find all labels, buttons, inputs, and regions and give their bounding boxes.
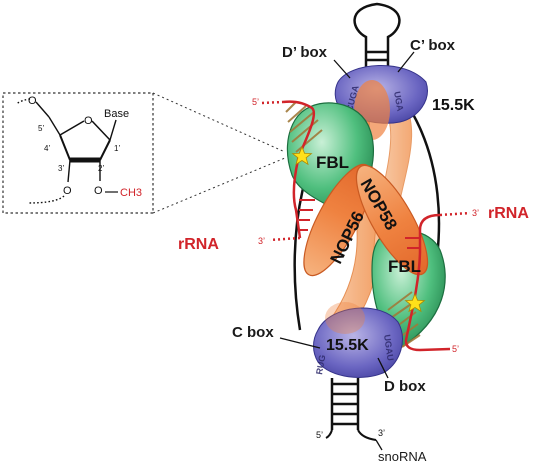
d-prime-box-label: D’ box xyxy=(282,44,328,61)
prime-4: 4’ xyxy=(44,144,50,153)
snorna-bottom-stem xyxy=(330,378,360,430)
snorna-pointer xyxy=(375,439,383,451)
snorna-3p-tail xyxy=(357,429,377,441)
d-box-pointer xyxy=(377,357,389,379)
fbl-bottom-label: FBL xyxy=(388,257,421,276)
k155-bottom-label: 15.5K xyxy=(326,337,369,354)
prime-3: 3’ xyxy=(58,164,64,173)
inset-frame xyxy=(2,92,154,214)
rrna-top-pairs xyxy=(299,199,315,231)
rrna-top-5p: 5’ xyxy=(252,97,259,107)
c-prime-box-label: C’ box xyxy=(410,37,456,54)
uga-sequence: UGA xyxy=(392,91,405,113)
o5-oxygen: O xyxy=(28,95,37,107)
rrna-bottom-3p: 3’ xyxy=(472,208,479,218)
rrna-bottom-pairs xyxy=(405,237,420,249)
ribose-inset: O O O O Base CH3 5’ 4’ 3’ 2’ 1’ xyxy=(2,92,286,214)
d-box-label: D box xyxy=(384,378,426,395)
methylation-star-bottom xyxy=(404,292,426,313)
inset-guide-bottom xyxy=(152,157,286,214)
rrna-right-label: rRNA xyxy=(488,205,529,222)
ugau-sequence: UGAU xyxy=(382,334,396,362)
chain-top-dotted xyxy=(15,98,31,105)
prime-5: 5’ xyxy=(38,124,44,133)
k155-bottom-orange-overlay xyxy=(325,302,365,334)
inset-guide-top xyxy=(152,92,286,153)
d-prime-box-pointer xyxy=(333,59,351,79)
rrna-left-label: rRNA xyxy=(178,236,219,253)
base-label: Base xyxy=(104,108,129,120)
prime-1: 1’ xyxy=(114,144,120,153)
methylation-star-top xyxy=(291,145,313,166)
snorna-5p-end: 5’ xyxy=(316,430,323,440)
ring-oxygen: O xyxy=(84,115,93,127)
rrna-bottom-5p: 5’ xyxy=(452,344,459,354)
snorna-3p-end: 3’ xyxy=(378,428,385,438)
prime-2: 2’ xyxy=(98,164,104,173)
o3-oxygen: O xyxy=(63,185,72,197)
rrna-top xyxy=(261,100,316,242)
c-box-label: C box xyxy=(232,324,274,341)
c-box-pointer xyxy=(279,337,321,349)
rug-sequence: RUG xyxy=(314,354,327,375)
rrna-top-3p: 3’ xyxy=(258,236,265,246)
c-prime-box-pointer xyxy=(397,51,415,73)
methyl-label: CH3 xyxy=(120,187,142,199)
k155-top-label: 15.5K xyxy=(432,97,475,114)
ribose-ring xyxy=(35,101,118,193)
snorna-5p-tail xyxy=(325,429,333,439)
fbl-top-ladder xyxy=(285,101,323,153)
fbl-top-label: FBL xyxy=(316,153,349,172)
chain-bottom-dotted xyxy=(27,195,65,204)
snorna-label: snoRNA xyxy=(378,449,427,464)
o2-oxygen: O xyxy=(94,185,103,197)
